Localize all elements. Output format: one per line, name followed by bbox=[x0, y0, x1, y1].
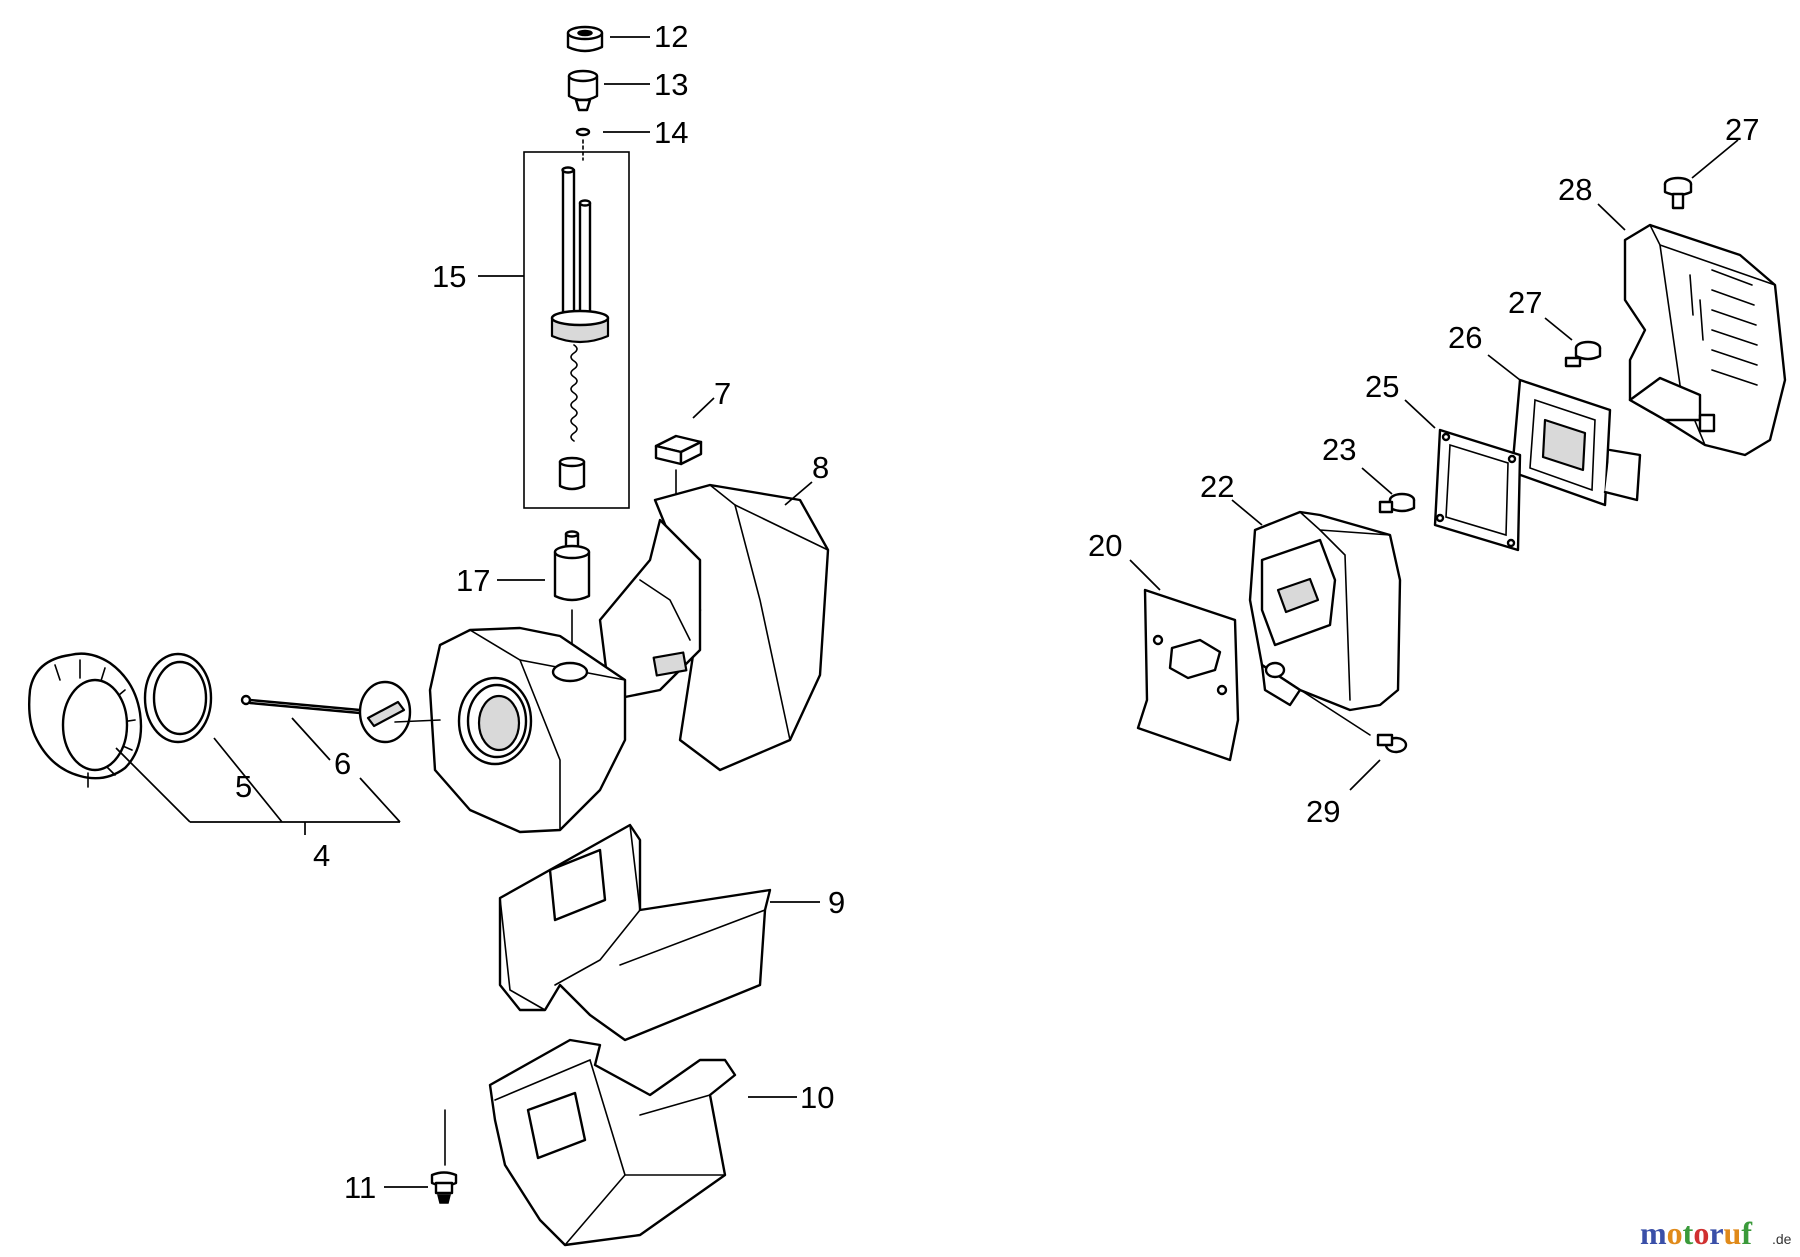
part-11-screw bbox=[430, 1109, 458, 1204]
leader-27b bbox=[1544, 317, 1573, 341]
callout-17: 17 bbox=[456, 563, 490, 598]
wm-letter: r bbox=[1709, 1215, 1723, 1251]
leader-20 bbox=[1129, 559, 1161, 591]
part-14-clip bbox=[575, 127, 591, 137]
wm-letter: u bbox=[1724, 1215, 1742, 1251]
leader-23 bbox=[1361, 467, 1393, 495]
part-20-gasket bbox=[1136, 588, 1240, 762]
callout-8: 8 bbox=[812, 450, 829, 485]
callout-13: 13 bbox=[654, 67, 688, 102]
part-7-sponge bbox=[654, 434, 703, 466]
leader-27a bbox=[1691, 139, 1739, 179]
leader-22 bbox=[1231, 499, 1263, 526]
part-12-grommet bbox=[566, 25, 604, 53]
part-5-gasket bbox=[143, 652, 213, 744]
callout-20: 20 bbox=[1088, 528, 1122, 563]
part-15-kit-box bbox=[523, 151, 630, 509]
leader-28 bbox=[1597, 203, 1626, 231]
part-4-fuel-cap bbox=[27, 652, 143, 788]
assembly-line-cap bbox=[394, 719, 441, 723]
part-28-muffler-cover bbox=[1623, 223, 1787, 457]
part-15-fuel-pickup bbox=[550, 166, 610, 491]
callout-28: 28 bbox=[1558, 172, 1592, 207]
watermark-logo: motoruf .de bbox=[1640, 1215, 1792, 1251]
callout-27-top: 27 bbox=[1725, 112, 1759, 147]
leader-29 bbox=[1349, 759, 1381, 791]
leader-7 bbox=[692, 397, 715, 419]
callout-5: 5 bbox=[235, 769, 252, 804]
part-26-spark-arrester bbox=[1510, 378, 1642, 507]
callout-27-middle: 27 bbox=[1508, 285, 1542, 320]
watermark-suffix: .de bbox=[1772, 1231, 1792, 1247]
callout-11: 11 bbox=[344, 1170, 376, 1205]
part-25-gasket bbox=[1433, 428, 1522, 552]
part-27-screw-middle bbox=[1564, 340, 1602, 368]
part-29-screw bbox=[1284, 679, 1408, 754]
wm-letter: o bbox=[1693, 1215, 1709, 1251]
part-10-lower-cover bbox=[488, 1038, 737, 1247]
part-13-plug bbox=[567, 69, 599, 112]
leader-25 bbox=[1404, 399, 1436, 429]
part-8-fuel-tank bbox=[428, 483, 830, 834]
wm-letter: o bbox=[1667, 1215, 1683, 1251]
wm-letter: f bbox=[1741, 1215, 1752, 1251]
callout-12: 12 bbox=[654, 19, 688, 54]
watermark-text: motoruf bbox=[1640, 1215, 1752, 1251]
part-17-fuel-filter bbox=[553, 530, 591, 602]
callout-7: 7 bbox=[714, 376, 731, 411]
callout-26: 26 bbox=[1448, 320, 1482, 355]
part-23-screw bbox=[1378, 492, 1416, 514]
callout-15: 15 bbox=[432, 259, 466, 294]
part-6-strap bbox=[240, 680, 412, 744]
leader-26 bbox=[1487, 354, 1521, 381]
callout-14: 14 bbox=[654, 115, 688, 150]
part-27-screw-top bbox=[1663, 176, 1693, 210]
callout-10: 10 bbox=[800, 1080, 834, 1115]
callout-23: 23 bbox=[1322, 432, 1356, 467]
callout-25: 25 bbox=[1365, 369, 1399, 404]
leader-8 bbox=[784, 481, 813, 506]
callout-4: 4 bbox=[313, 838, 330, 873]
callout-9: 9 bbox=[828, 885, 845, 920]
wm-letter: m bbox=[1640, 1215, 1667, 1251]
wm-letter: t bbox=[1683, 1215, 1694, 1251]
part-9-lower-guard bbox=[498, 823, 772, 1042]
callout-29: 29 bbox=[1306, 794, 1340, 829]
callout-22: 22 bbox=[1200, 469, 1234, 504]
callout-6: 6 bbox=[334, 746, 351, 781]
leader-group-4 bbox=[115, 717, 401, 823]
part-22-muffler bbox=[1248, 510, 1402, 712]
